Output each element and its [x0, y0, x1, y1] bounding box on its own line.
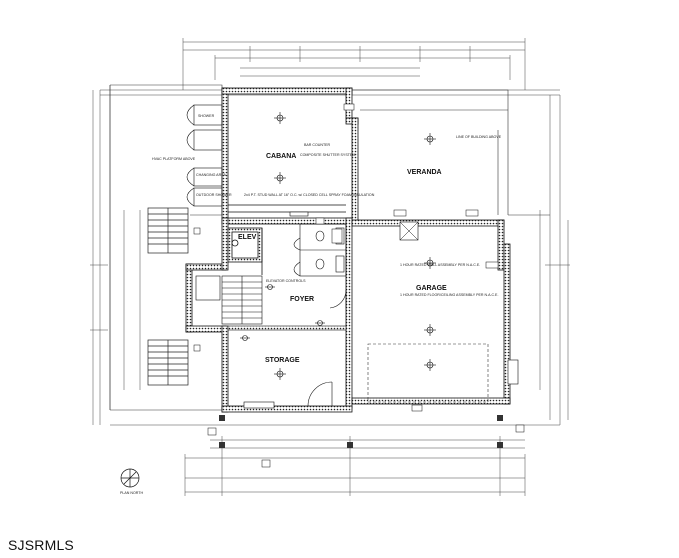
note-line-of-building: LINE OF BUILDING ABOVE: [456, 135, 502, 139]
tag-boxes: [193, 103, 525, 468]
room-label-garage: GARAGE: [416, 285, 447, 292]
garage-door: [367, 343, 489, 403]
north-arrow-icon: [120, 468, 140, 488]
note-shower: SHOWER: [198, 114, 215, 118]
note-garage-floor: 1 HOUR RATED FLOOR/CEILING ASSEMBLY PER …: [400, 293, 498, 297]
note-garage-wall: 1 HOUR RATED WALL ASSEMBLY PER N.A.C.E.: [400, 263, 480, 267]
room-label-elev: ELEV: [238, 234, 257, 241]
room-label-cabana: CABANA: [266, 153, 296, 160]
light-fixtures: [240, 112, 436, 380]
left-stair-upper: [147, 207, 189, 254]
note-stud-wall: 2x4 P.T. STUD WALL AT 16" O.C. w/ CLOSED…: [244, 193, 375, 197]
footing-posts: [219, 415, 503, 448]
left-stair-lower: [147, 339, 189, 386]
note-elevator-controls: ELEVATOR CONTROLS: [266, 279, 306, 283]
note-outdoor-shower: OUTDOOR SHOWER: [196, 193, 232, 197]
note-plan-north: PLAN NORTH: [120, 491, 144, 495]
top-dimension-lines: [100, 38, 560, 96]
note-bar-counter: BAR COUNTER: [304, 143, 331, 147]
room-label-veranda: VERANDA: [407, 169, 442, 176]
note-hvac-platform: HVAC PLATFORM ABOVE: [152, 157, 196, 161]
deck-outline: [109, 84, 550, 411]
storage-door: [243, 381, 333, 409]
note-changing-area: CHANGING AREA: [196, 173, 227, 177]
foyer-door: [329, 289, 347, 309]
room-label-storage: STORAGE: [265, 357, 300, 364]
shower-changing-rooms: [186, 104, 223, 207]
garage-walls: [351, 219, 519, 405]
watermark-text: SJSRMLS: [8, 537, 74, 553]
room-label-foyer: FOYER: [290, 296, 314, 303]
note-composite-shutter: COMPOSITE SHUTTER SYSTEM: [300, 153, 355, 157]
elevator-shaft: [227, 227, 263, 275]
main-block-walls: [185, 217, 353, 413]
interior-stair: [195, 275, 263, 325]
bottom-dimension-lines: [110, 424, 560, 496]
